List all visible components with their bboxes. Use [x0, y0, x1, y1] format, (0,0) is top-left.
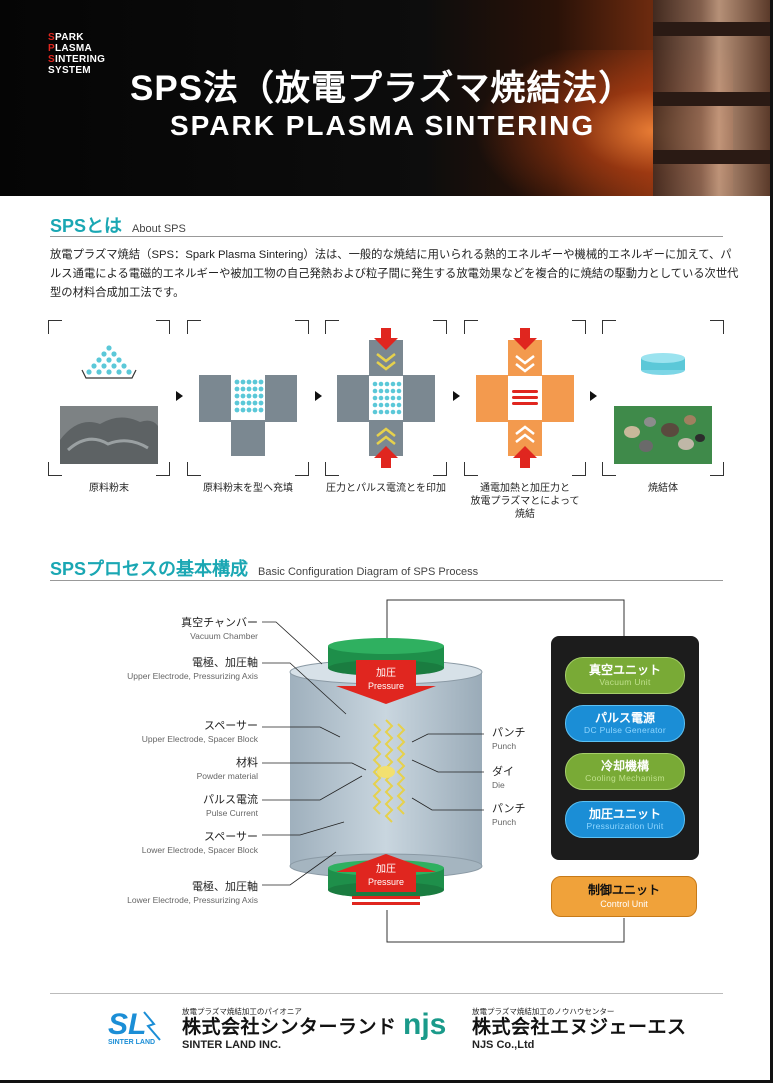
step-sintering — [464, 320, 586, 476]
company-sinter-land: 放電プラズマ焼結加工のパイオニア 株式会社シンターランド SINTER LAND… — [182, 1006, 397, 1051]
svg-text:SINTER LAND: SINTER LAND — [108, 1039, 155, 1046]
next-arrow-icon — [176, 391, 183, 401]
step-label: 通電加熱と加圧力と 放電プラズマとによって 焼結 — [470, 483, 580, 520]
page-border — [770, 0, 773, 1083]
machine-band — [653, 22, 773, 36]
brand-acronym: SPARK PLASMA SINTERING SYSTEM — [48, 32, 106, 76]
divider — [50, 236, 723, 237]
sps-apparatus-diagram — [262, 599, 625, 943]
company-tagline: 放電プラズマ焼結加工のパイオニア — [182, 1007, 302, 1016]
die-fill-icon — [199, 375, 297, 456]
sintering-heat-icon — [476, 328, 574, 468]
about-heading-jp: SPSとは — [50, 216, 123, 236]
machine-band — [653, 92, 773, 106]
step-fill-die — [187, 320, 309, 476]
machine-band — [653, 150, 773, 164]
process-heading-en: Basic Configuration Diagram of SPS Proce… — [258, 566, 479, 578]
pressure-en: Pressure — [367, 681, 404, 691]
pressure-current-icon — [337, 328, 435, 468]
page-border — [0, 1080, 773, 1083]
company-name-jp: 株式会社エヌジェーエス — [472, 1017, 687, 1038]
sintered-pellet-icon — [614, 353, 712, 464]
sinter-land-logo: SL SINTER LAND — [108, 1008, 161, 1046]
about-body: 放電プラズマ焼結（SPS：Spark Plasma Sintering）法は、一… — [50, 249, 739, 299]
step-label: 圧力とパルス電流とを印加 — [326, 483, 446, 494]
company-name-en: NJS Co.,Ltd — [472, 1039, 535, 1051]
step-label: 焼結体 — [648, 483, 678, 494]
svg-text:SL: SL — [108, 1008, 146, 1041]
about-heading: SPSとは About SPS — [50, 212, 186, 238]
about-heading-en: About SPS — [132, 223, 186, 235]
company-name-jp: 株式会社シンターランド — [182, 1017, 397, 1038]
pressure-label-bottom: 加圧 Pressure — [346, 864, 426, 888]
header-banner: SPARK PLASMA SINTERING SYSTEM SPS法（放電プラズ… — [0, 0, 773, 196]
divider — [50, 580, 723, 581]
njs-logo: njs — [403, 1008, 446, 1041]
next-arrow-icon — [590, 391, 597, 401]
page-subtitle: SPARK PLASMA SINTERING — [170, 110, 596, 141]
company-njs: 放電プラズマ焼結加工のノウハウセンター 株式会社エヌジェーエス NJS Co.,… — [472, 1006, 687, 1051]
step-label: 原料粉末を型へ充填 — [203, 483, 293, 494]
company-tagline: 放電プラズマ焼結加工のノウハウセンター — [472, 1007, 615, 1016]
process-heading-jp: SPSプロセスの基本構成 — [50, 559, 249, 579]
pressure-en: Pressure — [367, 877, 404, 887]
pressure-jp: 加圧 — [376, 864, 396, 875]
step-label: 原料粉末 — [89, 483, 129, 494]
next-arrow-icon — [453, 391, 460, 401]
powder-icon — [60, 345, 158, 464]
process-heading: SPSプロセスの基本構成 Basic Configuration Diagram… — [50, 555, 478, 581]
svg-text:njs: njs — [403, 1008, 446, 1041]
step-raw-powder — [48, 320, 170, 476]
pressure-jp: 加圧 — [376, 668, 396, 679]
step-apply-pressure — [325, 320, 447, 476]
company-name-en: SINTER LAND INC. — [182, 1039, 281, 1051]
next-arrow-icon — [315, 391, 322, 401]
step-sintered-body — [602, 320, 724, 476]
page-title: SPS法（放電プラズマ焼結法） — [130, 69, 635, 108]
divider — [50, 993, 723, 994]
pressure-label-top: 加圧 Pressure — [346, 668, 426, 692]
